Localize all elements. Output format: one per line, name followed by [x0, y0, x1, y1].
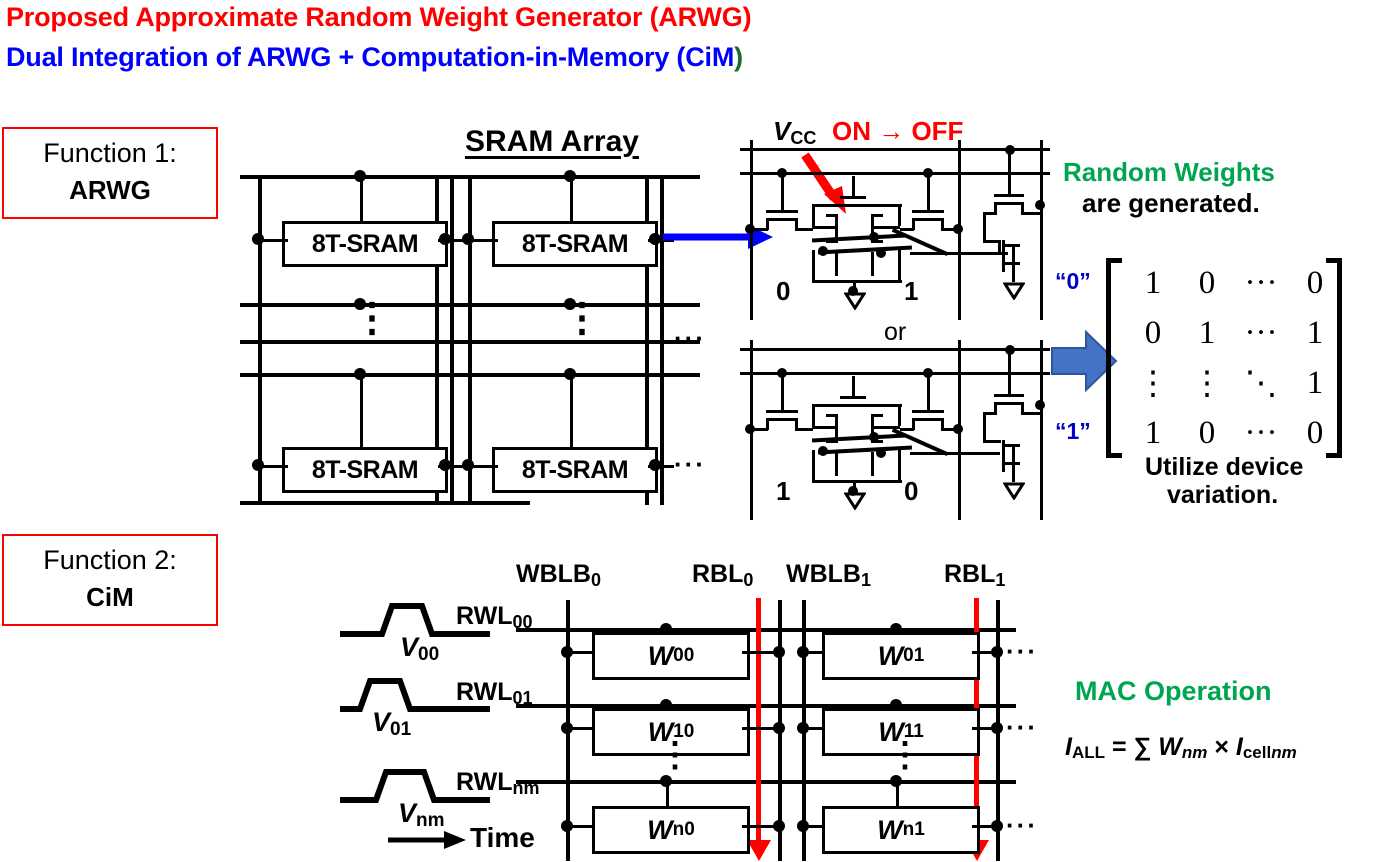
function-1-box: Function 1: ARWG — [2, 127, 218, 219]
pulse-waveform-vnm — [340, 769, 490, 803]
sram-cell-detail-top: 0 1 — [740, 140, 1050, 320]
sram-cell: 8T-SRAM — [282, 447, 448, 493]
matrix-cell: 1 — [1306, 314, 1324, 351]
bitline-label-wblb1: WBLB1 — [786, 560, 871, 590]
bitline-label-rbl1: RBL1 — [944, 560, 1006, 590]
utilize-note-line1: Utilize device — [1145, 453, 1304, 481]
cim-column-ellipsis: ⋮ — [888, 736, 922, 774]
matrix-cell: 0 — [1198, 414, 1216, 451]
rwl-label-nm: RWLnm — [456, 768, 540, 798]
big-blue-arrow — [1051, 330, 1118, 392]
sram-row-ellipsis: ··· — [674, 449, 706, 479]
pulse-label-vnm: Vnm — [398, 798, 445, 831]
pulse-waveform-v00 — [340, 603, 490, 637]
matrix-right-bracket — [1326, 258, 1342, 458]
matrix-cell: 0 — [1198, 264, 1216, 301]
bitline-label-rbl0: RBL0 — [692, 560, 754, 590]
cim-row-ellipsis: ··· — [1006, 810, 1038, 840]
cell-bit-right: 1 — [904, 276, 919, 306]
matrix-row: ⋮ ⋮ ⋱ 1 — [1126, 358, 1342, 408]
function-2-box: Function 2: CiM — [2, 534, 218, 626]
sram-cell: 8T-SRAM — [492, 221, 658, 267]
time-axis-arrow — [388, 831, 466, 849]
or-label: or — [884, 318, 907, 346]
vcc-label: VCC — [773, 116, 817, 148]
matrix-cell: 0 — [1144, 314, 1162, 351]
matrix-cell: 0 — [1306, 264, 1324, 301]
vcc-red-arrow — [801, 152, 846, 214]
sram-cell: 8T-SRAM — [282, 221, 448, 267]
matrix-cell: 1 — [1144, 414, 1162, 451]
utilize-note-line2: variation. — [1167, 481, 1279, 509]
on-off-label: ON → OFF — [832, 116, 964, 146]
function-1-label: Function 1: — [43, 138, 177, 168]
function-2-label: Function 2: — [43, 545, 177, 575]
bitline-label-wblb0: WBLB0 — [516, 560, 601, 590]
function-2-name: CiM — [86, 582, 134, 612]
cell-bit-left: 1 — [776, 476, 791, 506]
cim-row-ellipsis: ··· — [1006, 636, 1038, 666]
random-weights-heading: Random Weights — [1063, 157, 1275, 187]
cell-bit-right: 0 — [904, 476, 919, 506]
rbl0-line — [756, 598, 761, 848]
rbl0-arrowhead — [747, 840, 771, 861]
cell-bit-left: 0 — [776, 276, 791, 306]
pulse-label-v00: V00 — [400, 632, 440, 665]
matrix-row: 1 0 ··· 0 — [1126, 408, 1342, 458]
sram-array-title: SRAM Array — [465, 125, 639, 158]
matrix-cell: ··· — [1244, 414, 1278, 451]
matrix-cell: 1 — [1306, 364, 1324, 401]
page-title-line1: Proposed Approximate Random Weight Gener… — [6, 2, 752, 32]
matrix-cell: ··· — [1244, 264, 1278, 301]
mac-equation: IALL = ∑ Wnm × Icellnm — [1065, 733, 1297, 762]
sram-column-ellipsis: ⋮ — [562, 296, 602, 340]
cim-column-ellipsis: ⋮ — [658, 736, 692, 774]
matrix-cell: ⋮ — [1136, 366, 1170, 402]
matrix-cell: 1 — [1198, 314, 1216, 351]
sram-cell: 8T-SRAM — [492, 447, 658, 493]
quote-zero-label: “0” — [1055, 268, 1091, 294]
function-1-name: ARWG — [69, 175, 151, 205]
matrix-cell: ⋮ — [1190, 366, 1224, 402]
matrix-cell: 1 — [1144, 264, 1162, 301]
rwl-label-01: RWL01 — [456, 678, 533, 708]
matrix-cell: 0 — [1306, 414, 1324, 451]
pulse-label-v01: V01 — [372, 707, 412, 740]
sram-cell-detail-bottom: 1 0 — [740, 340, 1050, 520]
matrix-row: 1 0 ··· 0 — [1126, 258, 1342, 308]
page-title-line2: Dual Integration of ARWG + Computation-i… — [6, 42, 743, 72]
random-weight-matrix: 1 0 ··· 0 0 1 ··· 1 ⋮ ⋮ ⋱ 1 1 0 ··· 0 — [1106, 258, 1342, 458]
title-closing-paren: ) — [734, 42, 743, 72]
random-weights-subheading: are generated. — [1082, 188, 1260, 218]
sram-column-ellipsis: ⋮ — [352, 296, 392, 340]
pulse-waveform-v01 — [340, 678, 490, 712]
matrix-cell: ··· — [1244, 314, 1278, 351]
time-axis-label: Time — [470, 822, 535, 853]
sram-array-diagram: 8T-SRAM 8T-SRAM 8T-SRAM 8T-SRAM ··· ··· … — [240, 170, 710, 505]
matrix-row: 0 1 ··· 1 — [1126, 308, 1342, 358]
quote-one-label: “1” — [1055, 418, 1091, 444]
rwl-label-00: RWL00 — [456, 602, 533, 632]
matrix-left-bracket — [1106, 258, 1122, 458]
sram-row-ellipsis: ··· — [674, 323, 706, 353]
sram-midline — [240, 340, 700, 344]
mac-operation-heading: MAC Operation — [1075, 676, 1272, 706]
matrix-cell: ⋱ — [1244, 366, 1278, 402]
cim-row-ellipsis: ··· — [1006, 712, 1038, 742]
